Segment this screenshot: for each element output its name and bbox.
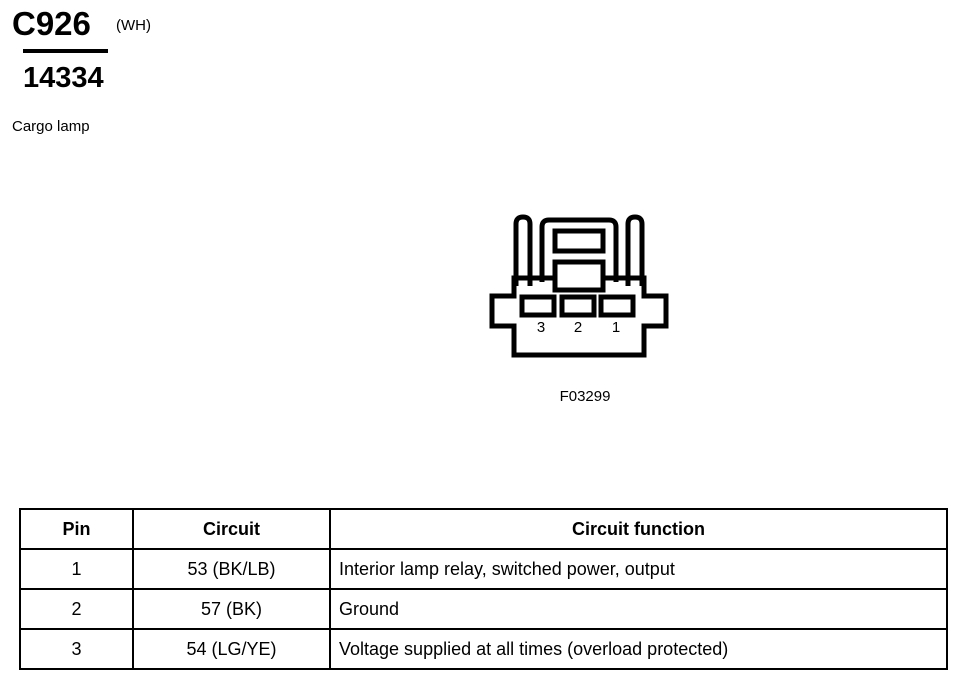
connector-left-post [513, 214, 533, 286]
connector-color-code: (WH) [116, 17, 151, 34]
connector-right-post [625, 214, 645, 286]
connector-id-underline [23, 49, 108, 53]
connector-diagram: 3 2 1 F03299 [470, 200, 700, 415]
table-row: 2 57 (BK) Ground [19, 588, 948, 630]
connector-outline-icon [489, 214, 669, 358]
connector-id: C926 [12, 5, 91, 42]
column-header-circuit: Circuit [132, 508, 331, 550]
component-name: Cargo lamp [12, 118, 90, 135]
connector-center-arch [539, 217, 619, 282]
cell-circuit-function: Ground [329, 588, 948, 630]
column-header-pin: Pin [19, 508, 134, 550]
cell-circuit: 53 (BK/LB) [132, 548, 331, 590]
connector-upper-window [552, 228, 606, 254]
pin-number-label-1: 1 [611, 319, 621, 336]
figure-reference-number: F03299 [559, 388, 611, 405]
cell-pin: 1 [19, 548, 134, 590]
cell-circuit-function: Interior lamp relay, switched power, out… [329, 548, 948, 590]
cell-pin: 3 [19, 628, 134, 670]
cell-pin: 2 [19, 588, 134, 630]
pin-cavity-3 [519, 294, 557, 318]
pin-number-label-2: 2 [573, 319, 583, 336]
pin-assignment-table: Pin Circuit Circuit function 1 53 (BK/LB… [19, 508, 948, 670]
connector-lower-window [552, 259, 606, 293]
pin-cavity-2 [559, 294, 597, 318]
cell-circuit: 54 (LG/YE) [132, 628, 331, 670]
table-header-row: Pin Circuit Circuit function [19, 508, 948, 550]
cell-circuit: 57 (BK) [132, 588, 331, 630]
pin-number-label-3: 3 [536, 319, 546, 336]
connector-id-row: C926 (WH) [12, 6, 412, 46]
pin-cavity-1 [598, 294, 636, 318]
table-row: 1 53 (BK/LB) Interior lamp relay, switch… [19, 548, 948, 590]
connector-header: C926 (WH) 14334 Cargo lamp [12, 6, 412, 136]
column-header-circuit-function: Circuit function [329, 508, 948, 550]
table-row: 3 54 (LG/YE) Voltage supplied at all tim… [19, 628, 948, 670]
part-number: 14334 [23, 62, 104, 94]
cell-circuit-function: Voltage supplied at all times (overload … [329, 628, 948, 670]
